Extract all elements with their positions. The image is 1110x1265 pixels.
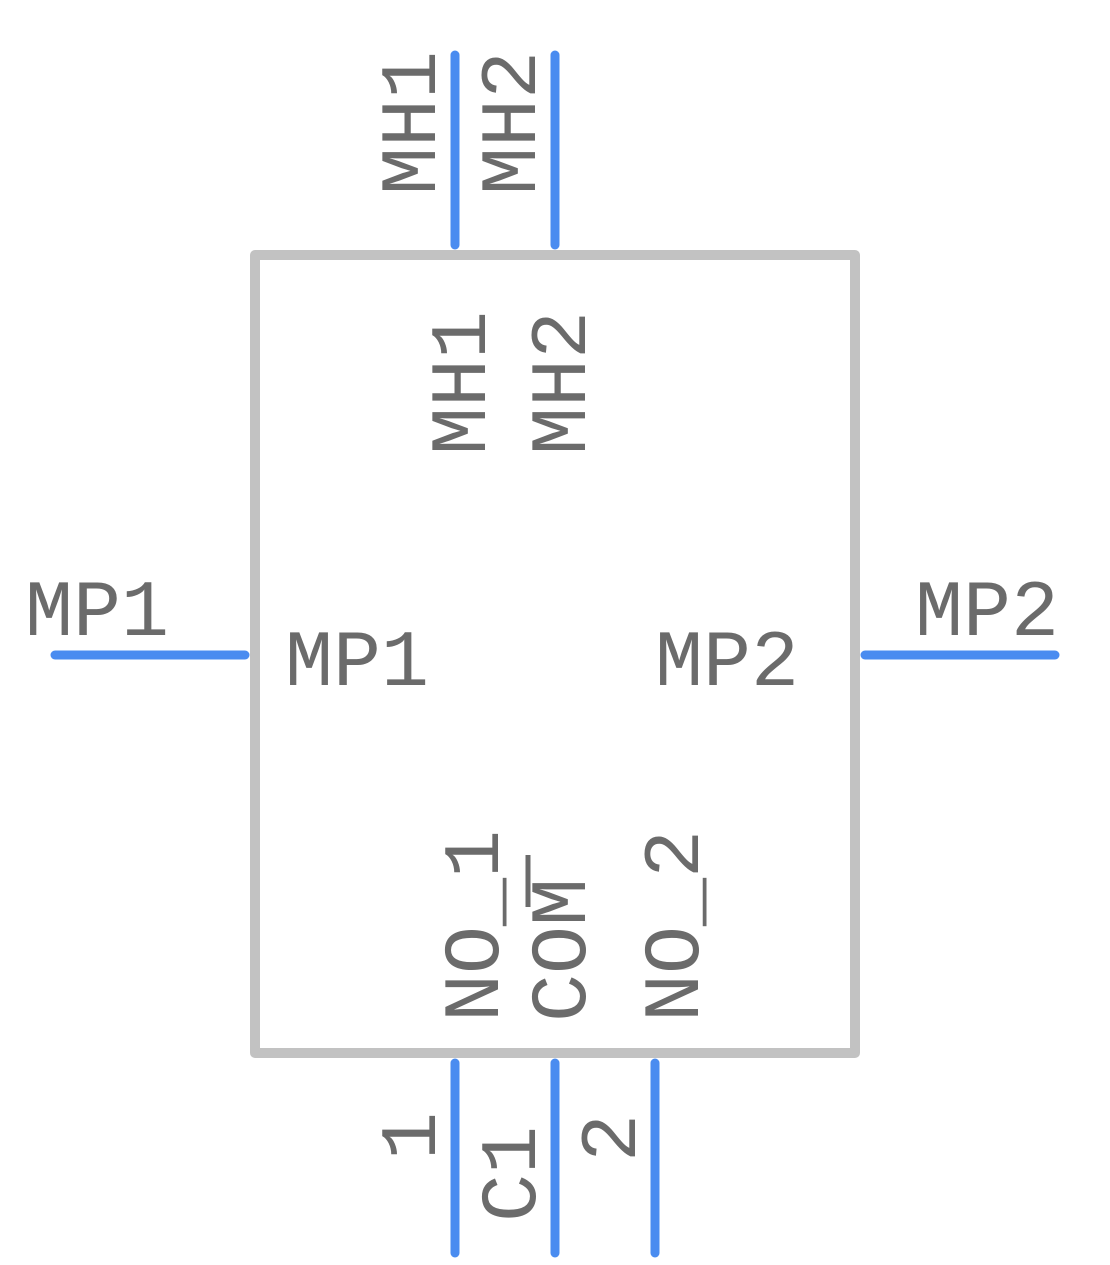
component-body [250, 250, 860, 1058]
pin-com-name: COM [519, 878, 610, 1022]
pin-mp1-number: MP1 [25, 569, 169, 660]
pin-mp2-number: MP2 [915, 569, 1059, 660]
pin-no1-name: NO_1 [432, 830, 523, 1022]
pin-no2-name: NO_2 [632, 830, 723, 1022]
pin-no2-number: 2 [569, 1114, 660, 1162]
pin-mh2-name: MH2 [519, 311, 610, 455]
pin-mh1-number: MH1 [369, 51, 460, 195]
pin-mp1-name: MP1 [285, 619, 429, 710]
pin-com-name-group: COM [519, 855, 610, 1022]
pin-mh1-name: MH1 [419, 311, 510, 455]
pin-no1-number: 1 [369, 1112, 460, 1160]
pin-com-number: C1 [469, 1126, 560, 1222]
pin-mh2-number: MH2 [469, 51, 560, 195]
pin-mp2-name: MP2 [655, 619, 799, 710]
